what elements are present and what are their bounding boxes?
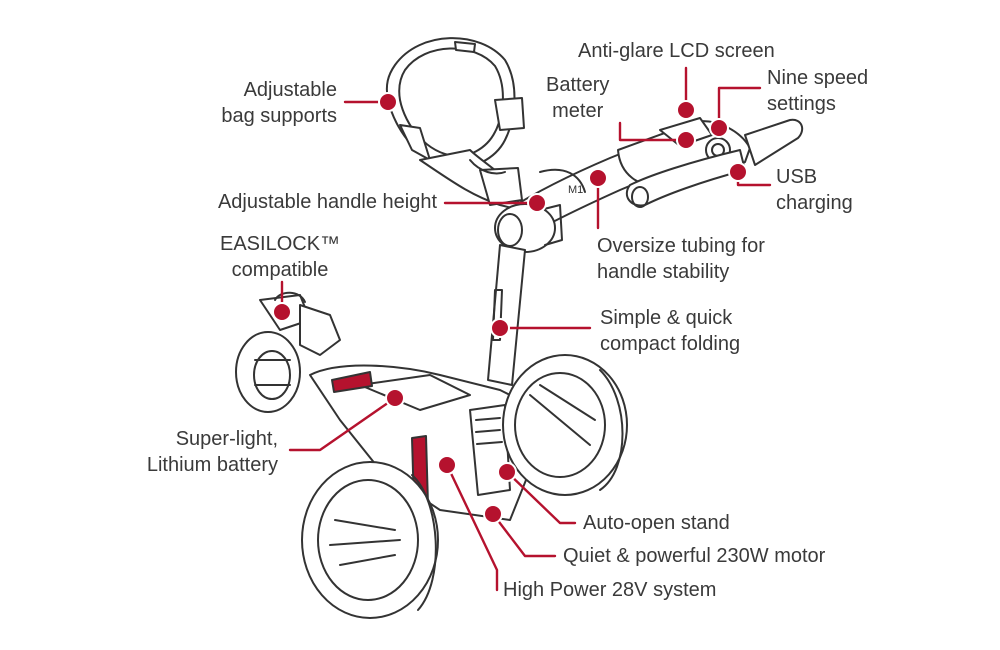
label-battery: Super-light,Lithium battery [146,428,278,476]
callout-dots [272,92,748,524]
model-mark: M1 [568,184,583,196]
dot-bag-supports [378,92,398,112]
dot-motor [483,504,503,524]
leader-motor [491,512,557,558]
right-wheel [502,354,628,496]
left-wheel [301,461,439,619]
dot-handle-height [527,193,547,213]
dot-power [437,455,457,475]
dot-easilock [272,302,292,322]
dot-usb [728,162,748,182]
leader-stand [505,470,577,525]
dot-battery [385,388,405,408]
dot-battery-meter [676,130,696,150]
leader-battery-meter [618,121,688,142]
dot-folding [490,318,510,338]
leader-lines [280,66,772,592]
label-stand: Auto-open stand [583,512,730,534]
bag-support-loop [385,37,525,170]
dot-speed [709,118,729,138]
leader-power [445,463,499,592]
label-motor: Quiet & powerful 230W motor [563,545,826,567]
label-power: High Power 28V system [503,579,717,601]
label-lcd: Anti-glare LCD screen [578,40,775,62]
main-tube [487,244,526,386]
leader-speed [717,86,762,130]
leader-battery [288,396,397,452]
dot-lcd [676,100,696,120]
label-handle-height: Adjustable handle height [217,191,437,213]
dot-stand [497,462,517,482]
dot-tubing [588,168,608,188]
